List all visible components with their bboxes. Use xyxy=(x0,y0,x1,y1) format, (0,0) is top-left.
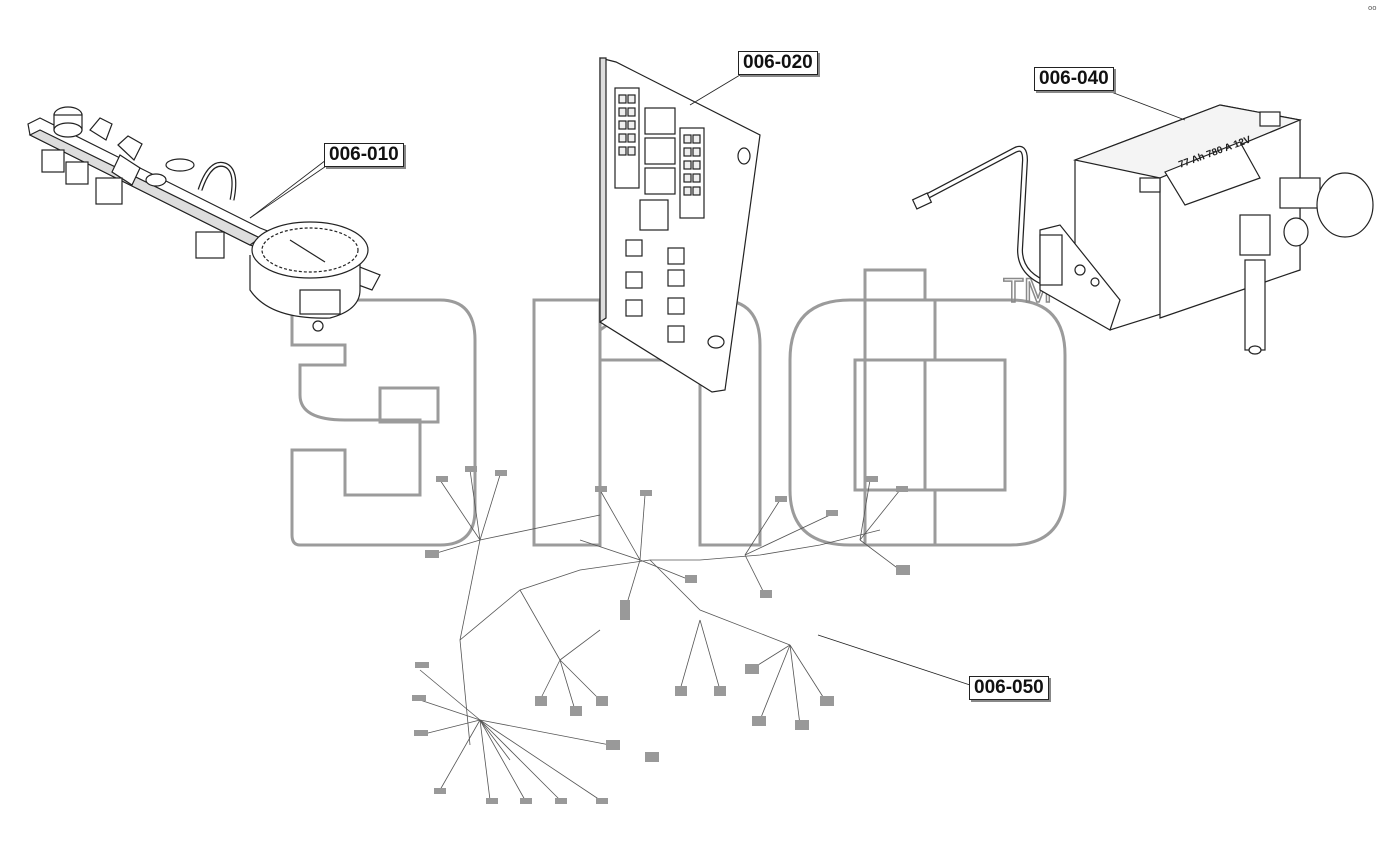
harness-connectors xyxy=(412,466,910,804)
wiring-harness xyxy=(419,469,971,801)
callout-006-020[interactable]: 006-020 xyxy=(738,51,818,75)
callout-006-050[interactable]: 006-050 xyxy=(969,676,1049,700)
callout-006-040[interactable]: 006-040 xyxy=(1034,67,1114,91)
fuse-relay-board xyxy=(599,57,761,393)
battery-assembly xyxy=(911,86,1374,355)
callout-006-010[interactable]: 006-010 xyxy=(324,143,404,167)
instrument-panel-assembly xyxy=(27,106,381,332)
corner-mark: oo xyxy=(1368,4,1377,12)
callout-leaders xyxy=(249,159,327,219)
